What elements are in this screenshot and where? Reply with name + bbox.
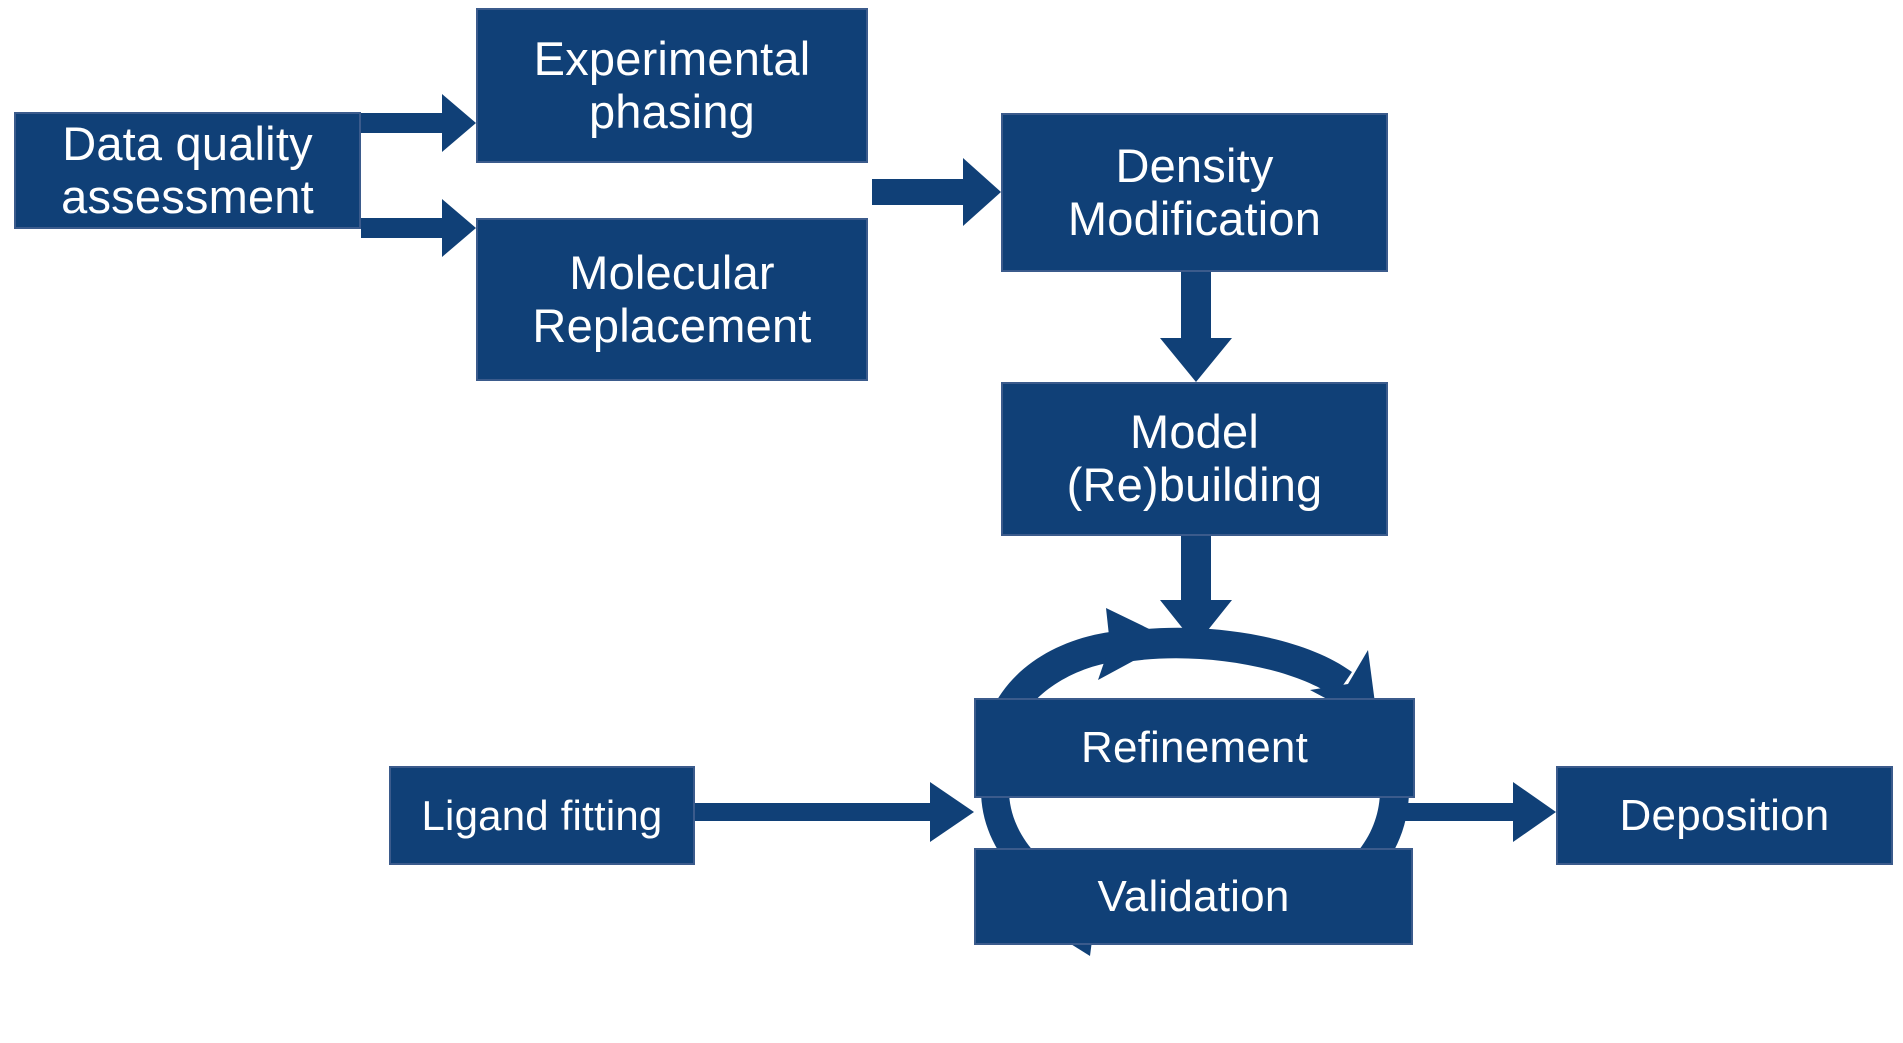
node-density-modification[interactable]: Density Modification bbox=[1001, 113, 1388, 272]
arrow-cycle-to-deposition bbox=[1404, 782, 1556, 842]
node-experimental-phasing[interactable]: Experimental phasing bbox=[476, 8, 868, 163]
node-label-molecular-replacement: Molecular Replacement bbox=[532, 245, 812, 352]
node-label-density-modification: Density Modification bbox=[1067, 138, 1322, 245]
node-label-validation: Validation bbox=[1097, 871, 1290, 921]
node-validation[interactable]: Validation bbox=[974, 848, 1413, 945]
cycle-arrowhead-upper-left bbox=[1098, 608, 1172, 680]
arrow-modelrebuilding-to-cycle bbox=[1160, 536, 1232, 645]
node-ligand-fitting[interactable]: Ligand fitting bbox=[389, 766, 695, 865]
node-label-refinement: Refinement bbox=[1080, 723, 1308, 773]
node-label-experimental-phasing: Experimental phasing bbox=[533, 31, 811, 138]
node-label-data-quality-assessment: Data quality assessment bbox=[61, 116, 314, 223]
node-label-ligand-fitting: Ligand fitting bbox=[421, 791, 663, 839]
arrow-ligandfitting-to-cycle bbox=[695, 782, 974, 842]
arrow-phasing-to-densitymod bbox=[872, 158, 1001, 226]
node-label-deposition: Deposition bbox=[1619, 790, 1830, 840]
node-model-rebuilding[interactable]: Model (Re)building bbox=[1001, 382, 1388, 536]
node-label-model-rebuilding: Model (Re)building bbox=[1066, 405, 1323, 511]
arrow-densitymod-to-modelrebuilding bbox=[1160, 272, 1232, 382]
node-molecular-replacement[interactable]: Molecular Replacement bbox=[476, 218, 868, 381]
cycle-arc-upper-right bbox=[1128, 627, 1352, 697]
node-deposition[interactable]: Deposition bbox=[1556, 766, 1893, 865]
node-data-quality-assessment[interactable]: Data quality assessment bbox=[14, 112, 361, 229]
arrow-dataquality-to-molreplacement bbox=[361, 199, 476, 257]
node-refinement[interactable]: Refinement bbox=[974, 698, 1415, 798]
arrow-dataquality-to-expphasing bbox=[361, 94, 476, 152]
